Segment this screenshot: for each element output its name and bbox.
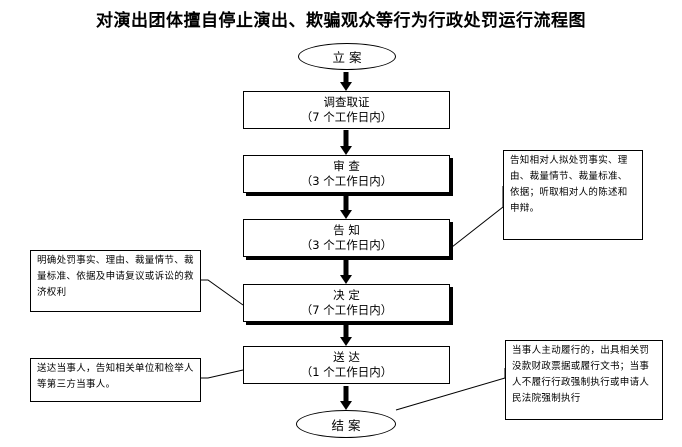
step-duration: （3 个工作日内）: [300, 238, 393, 252]
note-decide: 明确处罚事实、理由、裁量情节、裁量标准、依据及申请复议或诉讼的救济权利: [30, 250, 201, 312]
step-inform: 告 知 （3 个工作日内）: [243, 219, 450, 257]
step-deliver: 送 达 （1 个工作日内）: [243, 346, 450, 384]
step-duration: （7 个工作日内）: [300, 110, 393, 124]
step-duration: （7 个工作日内）: [300, 303, 393, 317]
callout-deliver: [201, 369, 244, 379]
step-label: 审 查: [333, 159, 360, 173]
note-close: 当事人主动履行的，出具相关罚没款财政票据或履行文书；当事人不履行行政强制执行或申…: [505, 340, 663, 420]
step-label: 告 知: [333, 223, 360, 237]
step-review: 审 查 （3 个工作日内）: [243, 155, 450, 193]
step-label: 调查取证: [323, 95, 370, 109]
callout-inform: [451, 186, 504, 248]
step-label: 决 定: [333, 288, 360, 302]
callout-decide: [201, 279, 244, 306]
page-title: 对演出团体擅自停止演出、欺骗观众等行为行政处罚运行流程图: [96, 11, 586, 31]
step-duration: （3 个工作日内）: [300, 174, 393, 188]
end-node: 结 案: [296, 410, 396, 438]
note-inform: 告知相对人拟处罚事实、理由、裁量情节、裁量标准、依据；听取相对人的陈述和申辩。: [503, 150, 643, 240]
start-label: 立 案: [332, 50, 362, 65]
step-decide: 决 定 （7 个工作日内）: [243, 284, 450, 322]
end-label: 结 案: [331, 417, 361, 433]
note-deliver: 送达当事人，告知相关单位和检举人等第三方当事人。: [30, 358, 201, 402]
step-duration: （1 个工作日内）: [300, 365, 393, 379]
step-label: 送 达: [333, 350, 360, 364]
start-node: 立 案: [298, 43, 396, 70]
step-investigate: 调查取证 （7 个工作日内）: [243, 91, 450, 129]
